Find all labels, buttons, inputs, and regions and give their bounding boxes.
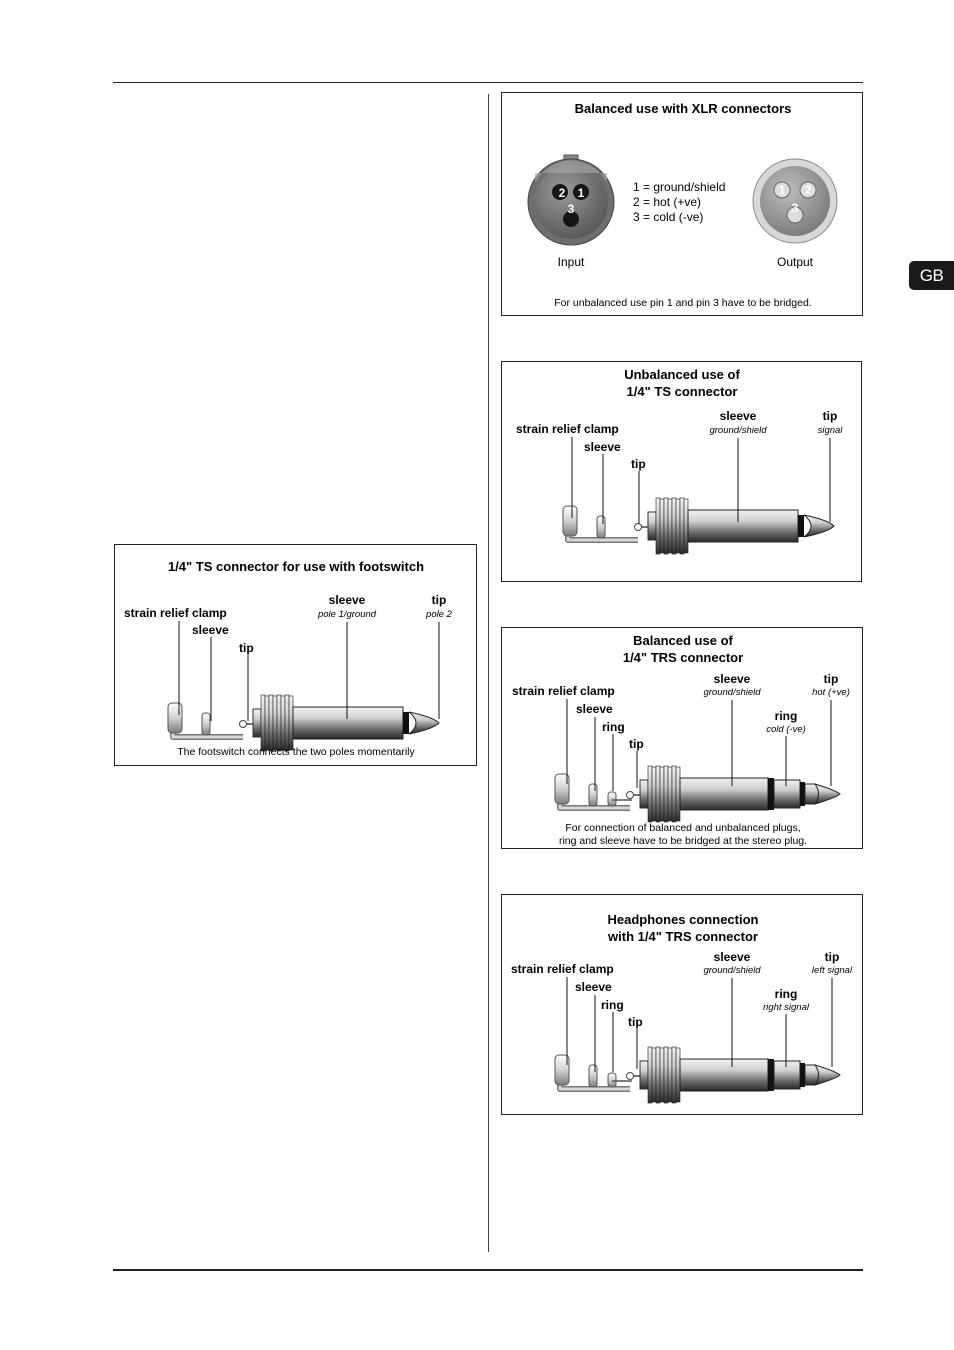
xlr-input-connector: 2 1 3 bbox=[527, 154, 615, 246]
headphones-ring-sub: right signal bbox=[763, 1002, 810, 1013]
ts-unbalanced-panel: Unbalanced use of 1/4" TS connector stra… bbox=[501, 361, 862, 582]
trs-balanced-title-line2: 1/4" TRS connector bbox=[623, 650, 743, 665]
xlr-output-connector: 1 2 3 bbox=[752, 158, 838, 244]
headphones-tip-label: tip bbox=[825, 950, 840, 964]
ts-footswitch-plug-drawing bbox=[167, 694, 440, 752]
ts-unbalanced-sleeve-sub: ground/shield bbox=[709, 425, 767, 436]
xlr-input-pin-3 bbox=[563, 211, 579, 227]
ts-footswitch-note: The footswitch connects the two poles mo… bbox=[177, 746, 415, 758]
xlr-output-label: Output bbox=[777, 255, 814, 269]
trs-balanced-sleeve-label: sleeve bbox=[714, 672, 751, 686]
xlr-input-pin-label-3: 3 bbox=[568, 202, 575, 216]
language-tab-label: GB bbox=[919, 266, 944, 285]
trs-balanced-sleeve-sub: ground/shield bbox=[703, 687, 761, 698]
ts-unbalanced-title-line2: 1/4" TS connector bbox=[627, 384, 738, 399]
trs-balanced-note-line1: For connection of balanced and unbalance… bbox=[565, 822, 800, 834]
ts-footswitch-sleeve-sub: pole 1/ground bbox=[317, 609, 377, 620]
xlr-output-pin-1 bbox=[773, 181, 791, 199]
trs-balanced-plug-drawing bbox=[554, 765, 841, 823]
xlr-connector-panel: Balanced use with XLR connectors 2 1 3 1… bbox=[501, 92, 863, 316]
ts-footswitch-title: 1/4" TS connector for use with footswitc… bbox=[168, 559, 424, 574]
ts-footswitch-panel: 1/4" TS connector for use with footswitc… bbox=[114, 544, 477, 766]
xlr-input-pin-label-2: 2 bbox=[559, 186, 566, 200]
trs-balanced-note-line2: ring and sleeve have to be bridged at th… bbox=[559, 835, 807, 847]
trs-balanced-tip-left-label: tip bbox=[629, 737, 644, 751]
headphones-title-line2: with 1/4" TRS connector bbox=[607, 929, 758, 944]
xlr-input-pin-1 bbox=[573, 184, 589, 200]
ts-unbalanced-title-line1: Unbalanced use of bbox=[624, 367, 740, 382]
ts-footswitch-tip-sub: pole 2 bbox=[425, 609, 453, 620]
headphones-ring-label: ring bbox=[775, 987, 798, 1001]
xlr-output-pin-2 bbox=[799, 181, 817, 199]
ts-footswitch-sleeve-label: sleeve bbox=[329, 593, 366, 607]
trs-balanced-sleeve-left-label: sleeve bbox=[576, 702, 613, 716]
xlr-pin-1-legend: 1 = ground/shield bbox=[633, 180, 725, 194]
headphones-strain-label: strain relief clamp bbox=[511, 962, 614, 976]
ts-footswitch-strain-label: strain relief clamp bbox=[124, 606, 227, 620]
headphones-tip-left-label: tip bbox=[628, 1015, 643, 1029]
xlr-output-pin-label-2: 2 bbox=[805, 183, 812, 197]
header-rule bbox=[113, 82, 863, 83]
headphones-plug-drawing bbox=[554, 1046, 841, 1104]
headphones-panel: Headphones connection with 1/4" TRS conn… bbox=[501, 894, 863, 1115]
trs-balanced-strain-label: strain relief clamp bbox=[512, 684, 615, 698]
xlr-pin-3-legend: 3 = cold (-ve) bbox=[633, 210, 703, 224]
ts-footswitch-tip-label: tip bbox=[432, 593, 447, 607]
xlr-title: Balanced use with XLR connectors bbox=[575, 101, 792, 116]
ts-unbalanced-tip-sub: signal bbox=[818, 425, 844, 436]
ts-footswitch-sleeve-left-label: sleeve bbox=[192, 623, 229, 637]
xlr-output-pin-label-3: 3 bbox=[792, 201, 799, 215]
trs-balanced-tip-label: tip bbox=[824, 672, 839, 686]
xlr-input-pin-2 bbox=[552, 184, 568, 200]
headphones-sleeve-left-label: sleeve bbox=[575, 980, 612, 994]
headphones-tip-sub: left signal bbox=[812, 965, 853, 976]
column-divider bbox=[488, 94, 489, 1252]
xlr-input-label: Input bbox=[558, 255, 585, 269]
trs-balanced-ring-left-label: ring bbox=[602, 720, 625, 734]
ts-footswitch-tip-left-label: tip bbox=[239, 641, 254, 655]
trs-balanced-title-line1: Balanced use of bbox=[633, 633, 733, 648]
trs-balanced-ring-label: ring bbox=[775, 709, 798, 723]
headphones-sleeve-sub: ground/shield bbox=[703, 965, 761, 976]
ts-unbalanced-strain-label: strain relief clamp bbox=[516, 422, 619, 436]
xlr-input-pin-label-1: 1 bbox=[578, 186, 585, 200]
ts-unbalanced-sleeve-left-label: sleeve bbox=[584, 440, 621, 454]
trs-balanced-tip-sub: hot (+ve) bbox=[812, 687, 850, 698]
footer-rule bbox=[113, 1269, 863, 1271]
xlr-pin-2-legend: 2 = hot (+ve) bbox=[633, 195, 701, 209]
trs-balanced-panel: Balanced use of 1/4" TRS connector strai… bbox=[501, 627, 863, 849]
language-tab: GB bbox=[909, 261, 954, 290]
ts-unbalanced-tip-left-label: tip bbox=[631, 457, 646, 471]
ts-unbalanced-sleeve-label: sleeve bbox=[720, 409, 757, 423]
trs-balanced-ring-sub: cold (-ve) bbox=[766, 724, 806, 735]
ts-unbalanced-plug-drawing bbox=[562, 497, 835, 555]
ts-unbalanced-tip-label: tip bbox=[823, 409, 838, 423]
headphones-title-line1: Headphones connection bbox=[608, 912, 759, 927]
headphones-sleeve-label: sleeve bbox=[714, 950, 751, 964]
headphones-ring-left-label: ring bbox=[601, 998, 624, 1012]
xlr-output-pin-label-1: 1 bbox=[779, 183, 786, 197]
xlr-output-pin-3 bbox=[786, 206, 804, 224]
xlr-note: For unbalanced use pin 1 and pin 3 have … bbox=[554, 297, 811, 309]
